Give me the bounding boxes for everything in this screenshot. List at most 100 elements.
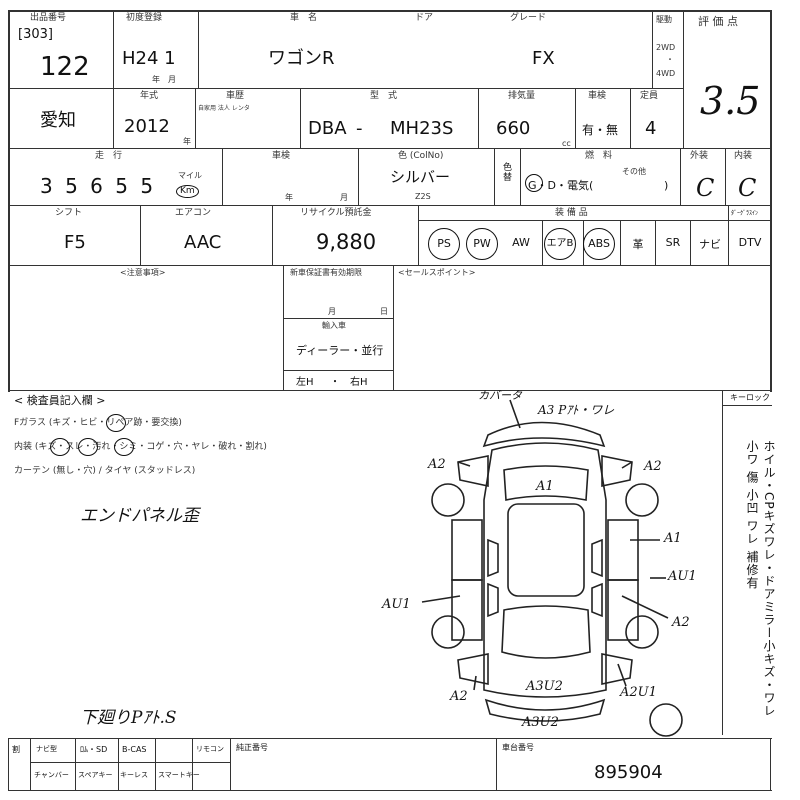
recycle-value: 9,880 — [316, 230, 377, 254]
footer-c5: リモコン — [196, 745, 224, 753]
leader-a2-tl — [457, 461, 471, 467]
row2-divider — [8, 148, 772, 149]
body-outline — [483, 442, 607, 698]
damage-a2u1: A2U1 — [620, 685, 657, 700]
wheel-front-left — [431, 483, 465, 517]
damage-a2-bl: A2 — [450, 689, 468, 704]
drive-dot: ・ — [666, 55, 674, 64]
damage-au1-left: AU1 — [382, 597, 411, 612]
v-line — [155, 738, 156, 790]
footer-c1: 割 — [12, 745, 20, 754]
grade: FX — [532, 48, 555, 69]
v-line — [140, 205, 141, 265]
footer-r1: チャンバー — [34, 771, 69, 779]
v-line — [620, 220, 621, 265]
type-dash: - — [356, 118, 363, 139]
vehicle-history-label: 車歴 — [226, 91, 245, 101]
v-line — [418, 205, 419, 265]
warranty-day: 日 — [380, 307, 388, 316]
cc-label: 排気量 — [508, 91, 536, 101]
model-year-unit: 年 — [183, 137, 191, 146]
drive-4wd: 4WD — [656, 69, 676, 78]
car-name-label: 車 名 — [290, 13, 318, 23]
v-line — [393, 265, 394, 390]
row1-divider — [8, 88, 683, 89]
v-line — [496, 738, 497, 790]
roof — [507, 503, 585, 597]
right-rear-fender — [601, 653, 633, 685]
row5-divider — [8, 390, 772, 391]
v-line — [728, 205, 729, 265]
drive-label: 駆動 — [656, 15, 672, 24]
equip-pw: PW — [466, 228, 498, 260]
color-label: 色 (ColNo) — [398, 151, 444, 161]
mileage-label: 走 行 — [95, 151, 123, 161]
type-label: 型 式 — [370, 91, 398, 101]
footer-r4: スマートキー — [158, 771, 200, 779]
lot-label: 出品番号 — [30, 13, 67, 23]
left-rear-door — [451, 579, 483, 641]
right-front-fender — [601, 455, 633, 487]
vehicle-history-note: 自家用 法人 レンタ — [198, 105, 250, 112]
inspection-title: < 検査員記入欄 > — [14, 394, 106, 407]
handwritten-note-1: エンドパネル歪 — [80, 506, 199, 526]
row3-divider — [8, 205, 772, 206]
repaint-label: 色替 — [501, 162, 511, 182]
leader-au1-left — [421, 595, 461, 603]
right-window-2 — [591, 582, 603, 618]
v-line — [300, 88, 301, 148]
cc-unit: cc — [562, 139, 571, 148]
rear-bumper-shape — [484, 698, 606, 722]
shift-value: F5 — [64, 232, 86, 253]
fuel-other: その他 — [622, 167, 646, 176]
car-name: ワゴンR — [268, 48, 335, 69]
v-line — [683, 10, 684, 148]
border-right — [770, 10, 772, 392]
sales-point-label: <セールスポイント> — [398, 268, 476, 277]
equip-leather: 革 — [632, 238, 644, 251]
steering-left: 左H — [296, 377, 314, 388]
right-rear-door — [607, 579, 639, 641]
footer-c4: B-CAS — [122, 745, 147, 754]
right-window-1 — [591, 538, 603, 578]
damage-a2-tr: A2 — [644, 459, 662, 474]
interior-label: 内装 — [734, 151, 753, 161]
right-side-notes: ホイル・CPキズワレ・ドアミラー小キズ・ワレ 小ワ 傷 小凹 ワレ 補修有 — [745, 440, 776, 718]
equipment-label: 装 備 品 — [555, 208, 588, 218]
damage-rear-bottom: A3U2 — [522, 715, 559, 730]
year-label: 初度登録 — [126, 13, 163, 23]
inspection-curtain: カーテン (無し・穴) / タイヤ (スタッドレス) — [14, 466, 196, 476]
fuel-gas-circle — [525, 174, 543, 192]
interior-mark-1 — [50, 438, 70, 456]
equip-dtv: DTV — [738, 236, 762, 249]
h-line — [418, 220, 772, 221]
h-line — [722, 405, 772, 406]
damage-a2-mid-right: A2 — [672, 615, 690, 630]
left-front-door — [451, 519, 483, 581]
footer-c7: 車台番号 — [502, 743, 534, 752]
score-label: 評 価 点 — [698, 15, 738, 28]
left-rear-fender — [457, 653, 489, 685]
model-year: 2012 — [124, 116, 170, 137]
v-line — [222, 148, 223, 205]
right-front-door — [607, 519, 639, 581]
damage-cover: カバータ — [478, 389, 522, 402]
v-line — [542, 220, 543, 265]
v-line — [630, 88, 631, 148]
v-line — [478, 88, 479, 148]
steering-right: 右H — [350, 377, 368, 388]
damage-a2-tl: A2 — [428, 457, 446, 472]
v-line — [575, 88, 576, 148]
footer-c6: 純正番号 — [236, 743, 268, 752]
damage-front: A3 Pｱﾄ・ワレ — [538, 403, 615, 417]
import-dealer: ディーラー・並行 — [296, 344, 384, 357]
leader-a2-mid — [621, 595, 669, 619]
steering-dot: ・ — [330, 377, 340, 388]
wheel-front-right — [625, 483, 659, 517]
v-line — [272, 205, 273, 265]
exterior-grade: C — [696, 174, 715, 202]
shift-label: シフト — [55, 208, 83, 218]
v-line — [195, 88, 196, 148]
grade-label: グレード — [510, 13, 547, 23]
leader-cover — [509, 399, 521, 429]
